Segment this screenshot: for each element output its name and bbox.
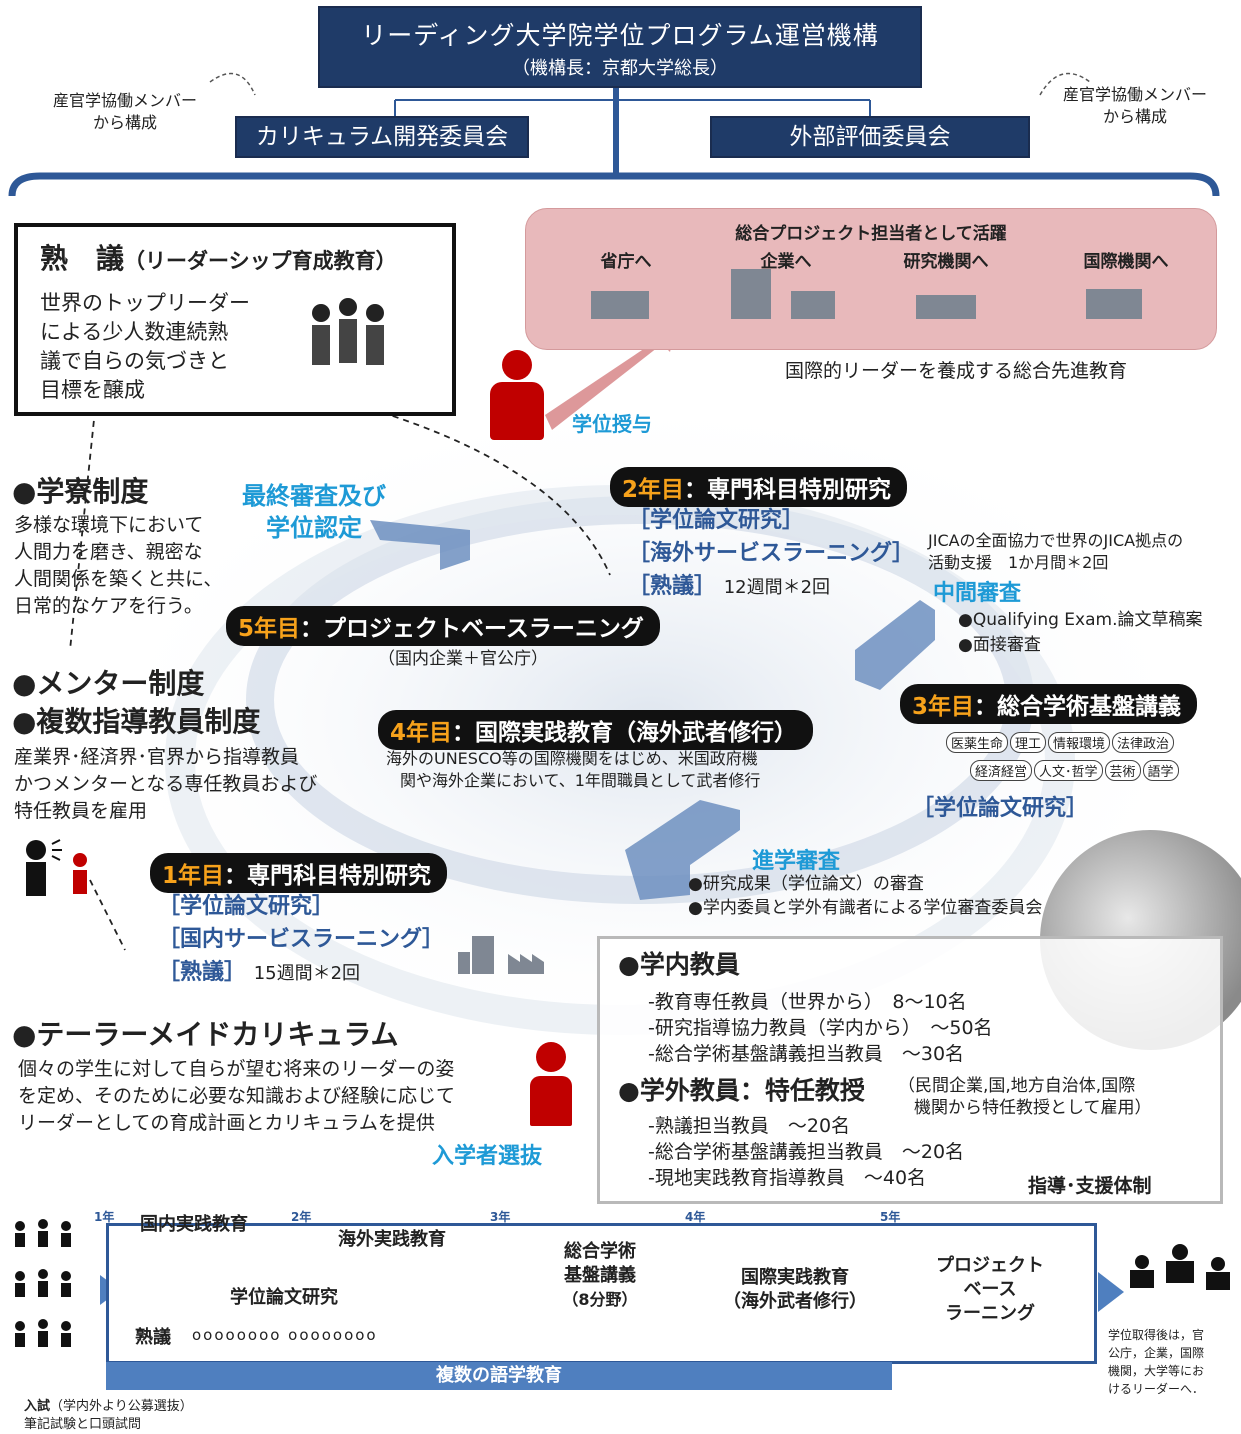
entry-note: 入試（学内外より公募選抜） 筆記試験と口頭試問 <box>24 1399 193 1432</box>
right-side-note: 産官学協働メンバーから構成 <box>1062 85 1207 126</box>
faculty-box: ●学内教員 -教育専任教員（世界から） 8～10名 -研究指導協力教員（学内から… <box>597 936 1223 1204</box>
step-block <box>855 600 935 690</box>
degree-arrow <box>545 318 678 430</box>
tailormade-title: ●テーラーメイドカリキュラム <box>12 1018 399 1051</box>
dest-company: 企業へ <box>760 252 812 272</box>
timeline-jukugi: 熟議 <box>135 1327 171 1348</box>
dorm-title: ●学寮制度 <box>12 475 149 508</box>
applicant-person-icon <box>528 1042 574 1126</box>
jukugi-box: 熟 議（リーダーシップ育成教育） 世界のトップリーダーによる少人数連続熟議で自ら… <box>14 223 456 416</box>
mid-review-title: 中間審査 <box>933 581 1022 606</box>
year4-body: 海外のUNESCO等の国際機関をはじめ、米国政府機関や海外企業において、1年間職… <box>386 749 761 790</box>
timeline-thesis: 学位論文研究 <box>230 1287 338 1308</box>
curriculum-committee: カリキュラム開発委員会 <box>235 116 529 158</box>
step-block <box>370 520 470 570</box>
timeline-year-5: 5年 <box>880 1210 901 1224</box>
external-faculty-line: -熟議担当教員 ～20名 <box>648 1115 851 1137</box>
internal-faculty-line: -総合学術基盤講義担当教員 ～30名 <box>648 1043 965 1065</box>
outcome-caption: 国際的リーダーを養成する総合先進教育 <box>785 360 1128 382</box>
government-building-icon <box>591 291 649 319</box>
left-side-note: 産官学協働メンバーから構成 <box>52 91 197 132</box>
dest-international: 国際機関へ <box>1083 252 1169 272</box>
year3-tags-row2: 経済経営人文･哲学芸術語学 <box>970 760 1181 781</box>
timeline-pbl: プロジェクトベースラーニング <box>936 1255 1044 1324</box>
tailormade-body: 個々の学生に対して自らが望む将来のリーダーの姿を定め、そのために必要な知識および… <box>18 1058 456 1134</box>
research-building-icon <box>916 295 976 319</box>
org-title-box: リーディング大学院学位プログラム運営機構 （機構長：京都大学総長） <box>318 6 922 88</box>
year3-tags-row1: 医薬生命理工情報環境法律政治 <box>946 732 1176 753</box>
internal-faculty-line: -研究指導協力教員（学内から） ～50名 <box>648 1017 993 1039</box>
timeline-general: 総合学術基盤講義（8分野） <box>562 1241 638 1309</box>
external-faculty-title: ●学外教員：特任教授 <box>618 1076 865 1105</box>
dest-ministry: 省庁へ <box>600 252 652 272</box>
year1-items: ［学位論文研究］［国内サービスラーニング］［熟議］ 15週間＊2回 <box>158 894 445 985</box>
year2-jica-note: JICAの全面協力で世界のJICA拠点の活動支援 1か月間＊2回 <box>928 531 1184 572</box>
language-education-bar: 複数の語学教育 <box>106 1362 892 1390</box>
org-subtitle: （機構長：京都大学総長） <box>512 58 728 79</box>
factory-icon <box>791 291 835 319</box>
timeline-domestic: 国内実践教育 <box>140 1214 248 1235</box>
mid-review-items: ●Qualifying Exam.論文草稿案●面接審査 <box>958 610 1203 655</box>
mentor-icon <box>26 839 87 896</box>
timeline-year-1: 1年 <box>94 1210 115 1224</box>
advance-review-items: ●研究成果（学位論文）の審査●学内委員と学外有識者による学位審査委員会 <box>688 874 1043 918</box>
degree-label: 学位授与 <box>572 412 652 436</box>
support-structure-label: 指導･支援体制 <box>1028 1175 1152 1197</box>
internal-faculty-title: ●学内教員 <box>618 950 740 979</box>
jukugi-title: 熟 議（リーダーシップ育成教育） <box>40 242 397 275</box>
internal-faculty-line: -教育専任教員（世界から） 8～10名 <box>648 991 967 1013</box>
jukugi-body: 世界のトップリーダーによる少人数連続熟議で自らの気づきと目標を醸成 <box>40 291 250 402</box>
year2-header: 2年目：専門科目特別研究 <box>610 467 908 507</box>
timeline-year-2: 2年 <box>291 1210 312 1224</box>
year3-item: ［学位論文研究］ <box>912 796 1089 821</box>
year3-header: 3年目：総合学術基盤講義 <box>900 684 1198 724</box>
external-faculty-line: -現地実践教育指導教員 ～40名 <box>648 1167 927 1189</box>
year5-sub: （国内企業＋官公庁） <box>378 649 548 669</box>
timeline-year-3: 3年 <box>490 1210 511 1224</box>
group-people-icon <box>312 298 384 365</box>
final-review-label: 最終審査及び学位認定 <box>242 482 386 542</box>
org-title: リーディング大学院学位プログラム運営機構 <box>361 21 879 50</box>
after-degree-note: 学位取得後は，官公庁，企業，国際機関，大学等におけるリーダーへ． <box>1108 1328 1205 1396</box>
timeline-overseas: 海外実践教育 <box>338 1229 446 1250</box>
external-faculty-note: （民間企業,国,地方自治体,国際機関から特任教授として雇用） <box>898 1076 1152 1118</box>
timeline-year-4: 4年 <box>685 1210 706 1224</box>
timeline-jukugi-dots: oooooooo oooooooo <box>192 1326 378 1344</box>
external-faculty-line: -総合学術基盤講義担当教員 ～20名 <box>648 1141 965 1163</box>
outcome-title: 総合プロジェクト担当者として活躍 <box>735 224 1007 244</box>
company-factory-icon <box>458 936 544 974</box>
dorm-body: 多様な環境下において人間力を磨き、親密な人間関係を築くと共に、日常的なケアを行う… <box>14 514 223 617</box>
outcome-box: 総合プロジェクト担当者として活躍 省庁へ 企業へ 研究機関へ 国際機関へ <box>525 208 1217 350</box>
multi-advisor-body: 産業界･経済界･官界から指導教員かつメンターとなる専任教員および特任教員を雇用 <box>14 746 318 822</box>
step-block <box>625 800 740 900</box>
year5-header: 5年目：プロジェクトベースラーニング <box>226 606 660 646</box>
evaluation-committee: 外部評価委員会 <box>710 116 1030 158</box>
year2-items: ［学位論文研究］［海外サービスラーニング］［熟議］ 12週間＊2回 <box>628 508 915 599</box>
graduate-person-icon <box>482 350 552 440</box>
advance-review-title: 進学審査 <box>752 849 841 874</box>
admission-label: 入学者選抜 <box>432 1144 543 1169</box>
mentor-title: ●メンター制度 <box>12 667 205 700</box>
year1-header: 1年目：専門科目特別研究 <box>150 853 448 893</box>
office-building-icon <box>731 269 771 319</box>
dest-research: 研究機関へ <box>903 252 989 272</box>
intl-building-icon <box>1086 289 1142 319</box>
multi-advisor-title: ●複数指導教員制度 <box>12 705 261 738</box>
timeline-intl: 国際実践教育（海外武者修行） <box>723 1267 867 1312</box>
timeline-box <box>106 1223 1097 1364</box>
year4-header: 4年目：国際実践教育（海外武者修行） <box>378 710 814 750</box>
